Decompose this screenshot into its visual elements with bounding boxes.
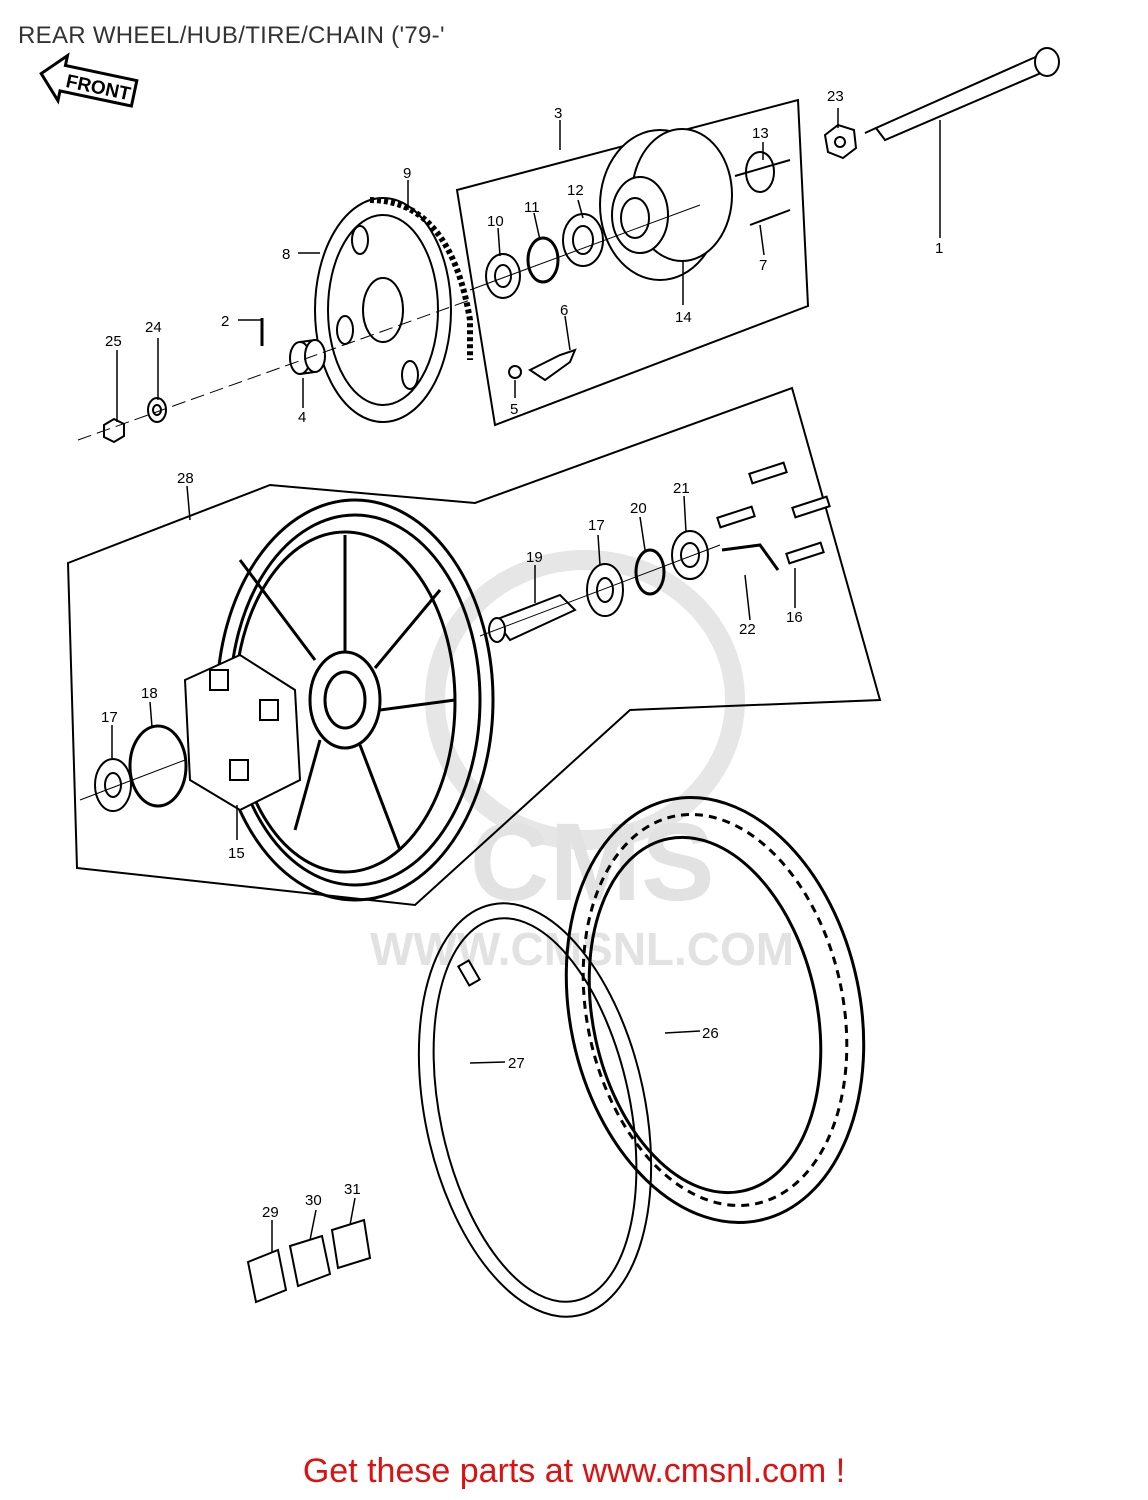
watermark-url: WWW.CMSNL.COM bbox=[370, 923, 794, 975]
callout-29: 29 bbox=[262, 1204, 279, 1221]
wheel-bearing-17-left bbox=[94, 758, 132, 812]
nut-5 bbox=[508, 365, 522, 379]
callout-1: 1 bbox=[935, 240, 943, 257]
callout-11: 11 bbox=[524, 199, 540, 216]
callout-17-right: 17 bbox=[588, 517, 605, 534]
callout-31: 31 bbox=[344, 1181, 361, 1198]
oil-seal-10 bbox=[485, 253, 521, 299]
leader-lines bbox=[111, 108, 941, 1252]
front-direction-arrow: FRONT bbox=[39, 52, 139, 108]
callout-13: 13 bbox=[752, 125, 769, 142]
callout-labels: 1 2 3 4 5 6 7 8 9 10 11 12 13 14 15 16 1… bbox=[101, 88, 943, 1221]
collar-4 bbox=[289, 339, 326, 375]
callout-8: 8 bbox=[282, 246, 290, 263]
hub-damper-15 bbox=[183, 653, 302, 812]
wheel-centerline-right bbox=[479, 544, 721, 637]
callout-3: 3 bbox=[554, 105, 562, 122]
callout-15: 15 bbox=[228, 845, 245, 862]
spacer-19 bbox=[488, 593, 577, 643]
drive-chain bbox=[369, 197, 473, 360]
axle bbox=[864, 47, 1060, 142]
callout-5: 5 bbox=[510, 401, 518, 418]
callout-18: 18 bbox=[141, 685, 158, 702]
callout-28: 28 bbox=[177, 470, 194, 487]
exploded-parts-diagram: CMS WWW.CMSNL.COM FRONT bbox=[39, 47, 1060, 1318]
callout-10: 10 bbox=[487, 213, 504, 230]
callout-14: 14 bbox=[675, 309, 692, 326]
callout-19: 19 bbox=[526, 549, 543, 566]
callout-16: 16 bbox=[786, 609, 803, 626]
callout-27: 27 bbox=[508, 1055, 525, 1072]
circlip-11 bbox=[526, 236, 560, 284]
get-parts-link[interactable]: Get these parts at www.cmsnl.com ! bbox=[302, 1452, 846, 1490]
o-ring-18 bbox=[128, 724, 188, 808]
wheel-centerline-left bbox=[79, 759, 186, 801]
chain-adjuster-6 bbox=[528, 348, 577, 382]
tire bbox=[564, 796, 866, 1224]
lock-plate-22 bbox=[721, 543, 780, 571]
oil-seal-21 bbox=[671, 530, 709, 580]
axle-nut bbox=[823, 123, 858, 160]
brake-pads bbox=[246, 1218, 372, 1304]
callout-2: 2 bbox=[221, 313, 229, 330]
bolts-16 bbox=[716, 461, 831, 565]
hub-bearing-12 bbox=[562, 213, 604, 267]
callout-12: 12 bbox=[567, 182, 584, 199]
callout-25: 25 bbox=[105, 333, 122, 350]
callout-26: 26 bbox=[702, 1025, 719, 1042]
callout-20: 20 bbox=[630, 500, 647, 517]
wheel-bearing-17-right bbox=[586, 563, 624, 617]
callout-4: 4 bbox=[298, 409, 306, 426]
hub-centerline bbox=[469, 204, 701, 291]
callout-30: 30 bbox=[305, 1192, 322, 1209]
bolt-7 bbox=[749, 209, 791, 226]
cms-watermark: CMS WWW.CMSNL.COM bbox=[370, 550, 794, 975]
callout-22: 22 bbox=[739, 621, 756, 638]
callout-23: 23 bbox=[827, 88, 844, 105]
nut-25 bbox=[103, 417, 125, 444]
rear-sprocket bbox=[314, 197, 452, 423]
circlip-20 bbox=[634, 548, 666, 596]
callout-9: 9 bbox=[403, 165, 411, 182]
callout-6: 6 bbox=[560, 302, 568, 319]
wheel-group-outline bbox=[66, 386, 882, 907]
inner-tube bbox=[417, 902, 653, 1318]
diagram-title: REAR WHEEL/HUB/TIRE/CHAIN ('79-' bbox=[18, 22, 445, 49]
callout-7: 7 bbox=[759, 257, 767, 274]
callout-24: 24 bbox=[145, 319, 162, 336]
sprocket-centerline bbox=[77, 299, 471, 441]
callout-21: 21 bbox=[673, 480, 690, 497]
callout-17-left: 17 bbox=[101, 709, 118, 726]
rear-hub bbox=[599, 128, 791, 281]
